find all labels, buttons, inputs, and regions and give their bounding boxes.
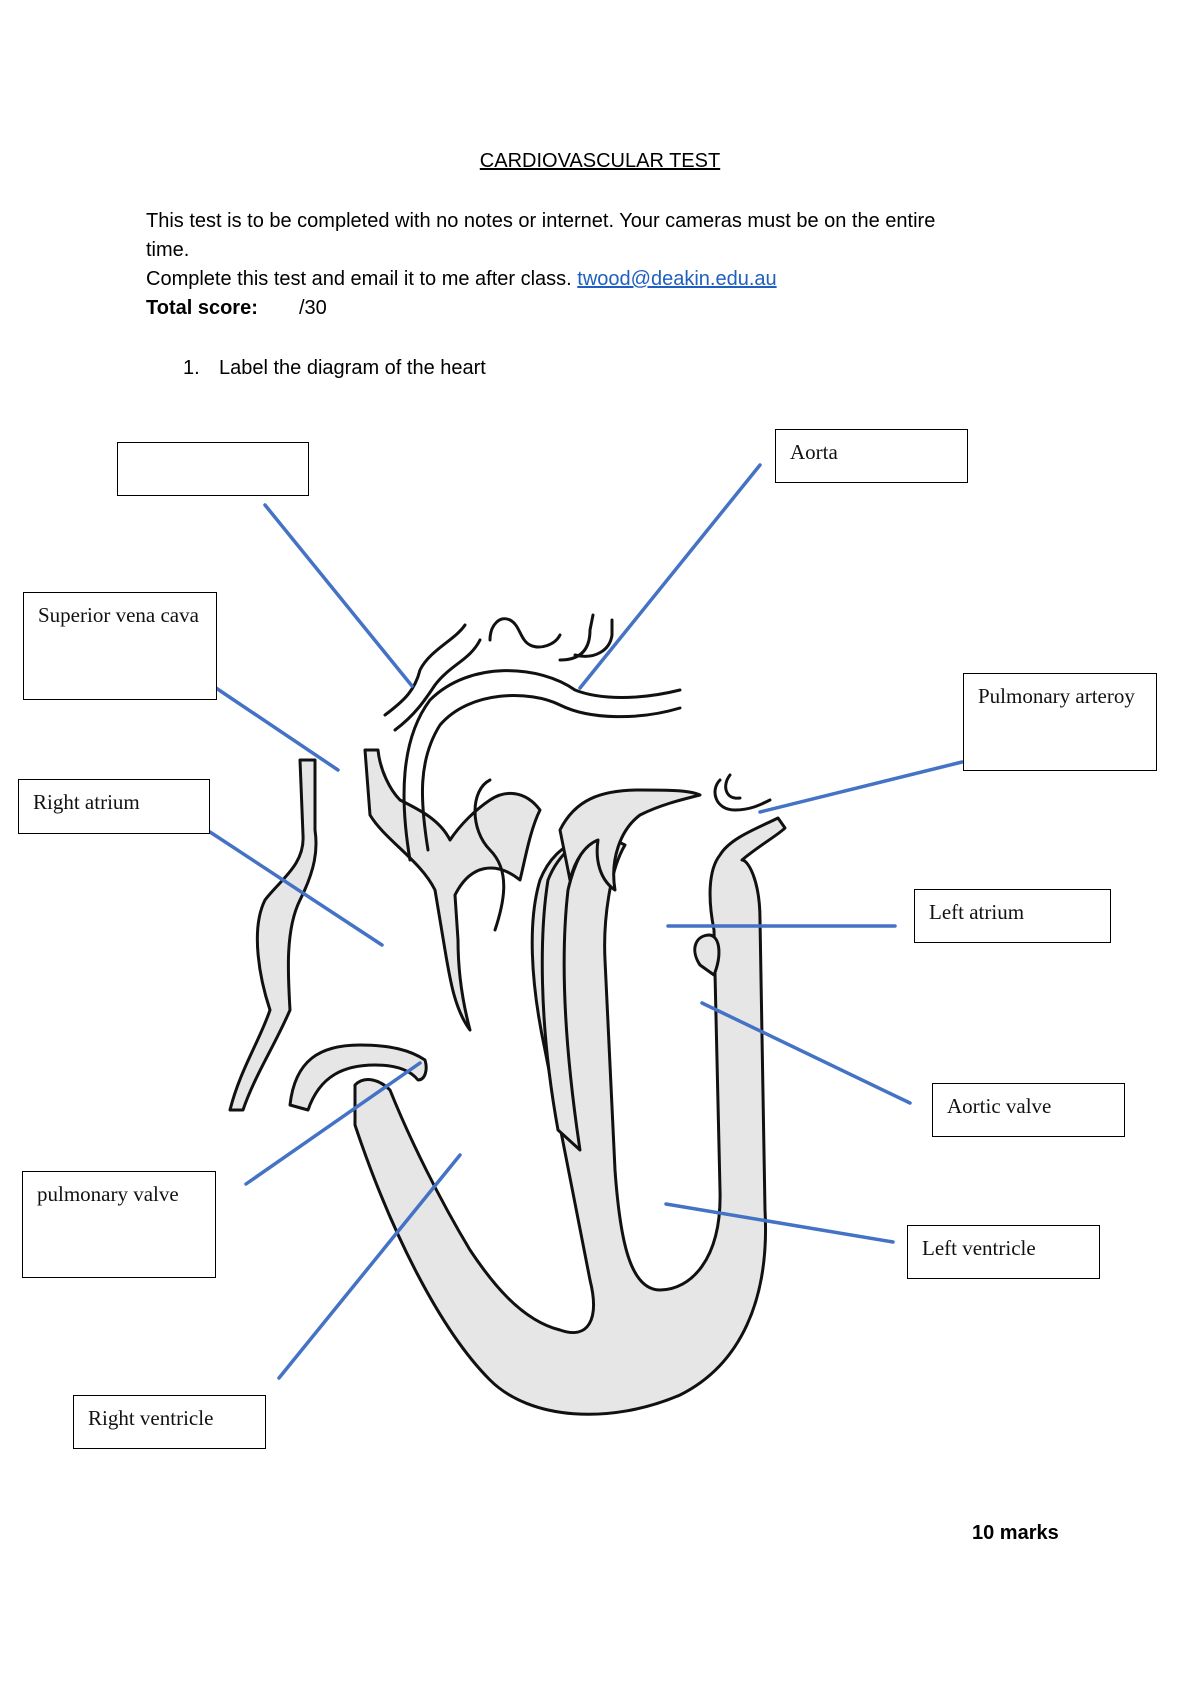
superior-vena-cava-shape [228,758,318,1112]
pulmonary-artery-branch [713,778,772,812]
total-score-value: /30 [299,297,327,319]
leader-line-blank [263,503,414,688]
pulmonary-valve-shape [288,1043,428,1112]
instructions-line-3: Complete this test and email it to me af… [146,268,777,291]
label-box-pulmonary-valve[interactable]: pulmonary valve [22,1171,216,1278]
aortic-branch-3 [488,617,562,649]
leader-line-aortic-valve [700,1001,912,1105]
leader-line-pulmonary-valve [244,1061,422,1186]
label-box-superior-vena-cava[interactable]: Superior vena cava [23,592,217,700]
leader-line-superior-vena-cava [214,686,340,772]
leader-line-aorta [578,463,762,690]
total-score-line: Total score: /30 [146,297,327,320]
instructions-line-1: This test is to be completed with no not… [146,210,936,232]
aortic-branch-2 [393,638,482,732]
inner-arch-loop [473,778,506,932]
aortic-valve-shape [693,933,721,977]
email-instruction: Complete this test and email it to me af… [146,268,572,290]
label-box-pulmonary-artery[interactable]: Pulmonary arteroy [963,673,1157,771]
pulmonary-artery-branch-inner [724,773,742,800]
question-number: 1. [183,357,200,379]
leader-line-right-ventricle [277,1153,462,1380]
label-box-aorta[interactable]: Aorta [775,429,968,483]
email-link[interactable]: twood@deakin.edu.au [577,268,777,290]
leader-line-left-ventricle [664,1202,895,1244]
instructions-line-2: time. [146,239,190,261]
page-title: CARDIOVASCULAR TEST [479,150,721,172]
total-score-label: Total score: [146,297,258,319]
label-box-blank[interactable] [117,442,309,496]
marks-label: 10 marks [972,1522,1059,1544]
label-box-right-atrium[interactable]: Right atrium [18,779,210,834]
pulmonary-vein-shape [558,788,702,892]
aortic-branch-1 [383,623,467,717]
right-atrium-shape [363,748,542,1032]
aortic-arch-inner [420,694,682,852]
aortic-branch-5 [573,618,614,658]
leader-line-right-atrium [208,830,384,947]
leader-line-pulmonary-artery [758,760,964,814]
question-text: Label the diagram of the heart [219,357,486,379]
label-box-right-ventricle[interactable]: Right ventricle [73,1395,266,1449]
label-box-left-ventricle[interactable]: Left ventricle [907,1225,1100,1279]
aortic-arch-outer [402,669,682,862]
aortic-branch-4 [558,613,595,662]
label-box-aortic-valve[interactable]: Aortic valve [932,1083,1125,1137]
label-box-left-atrium[interactable]: Left atrium [914,889,1111,943]
question-1: 1. Label the diagram of the heart [183,357,486,380]
